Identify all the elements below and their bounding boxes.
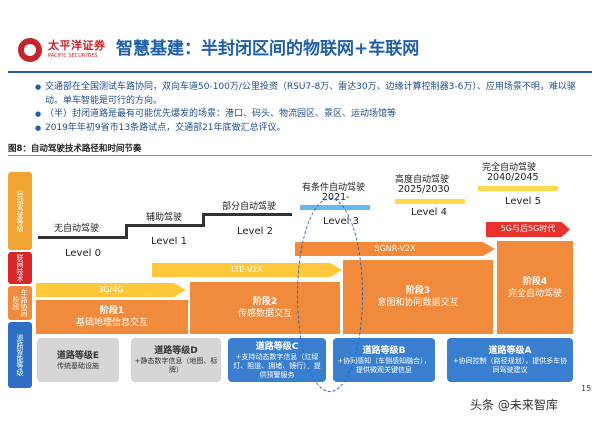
page-title: 智慧基建：半封闭区间的物联网+车联网 <box>116 39 420 59</box>
road-grade-a-desc: +协同控制（路径规划），提供多车协同驾驶建议 <box>452 357 568 374</box>
level2-name: 部分自动驾驶 <box>222 202 277 212</box>
road-grade-b-title: 道路等级B <box>362 346 406 356</box>
phase-1-title: 阶段1 <box>99 306 125 316</box>
logo-subtext: PACIFIC SECURITIES <box>48 53 98 59</box>
level5-bar <box>478 186 558 191</box>
level3-name: 有条件自动驾驶 <box>302 183 366 193</box>
title-divider <box>8 71 592 73</box>
road-grade-c-title: 道路等级C <box>255 341 299 352</box>
bullet-list: 交通部在全国测试车路协同，双向车道50-100万/公里投资（RSU7-8万、雷达… <box>35 81 590 135</box>
highlight-ellipse <box>297 198 363 392</box>
network-arrow-3g4g: 3G/4G <box>36 283 186 297</box>
level-riser <box>202 213 205 227</box>
level4-name: 高度自动驾驶 <box>395 175 450 185</box>
watermark: 头条 @未来智库 <box>470 398 558 412</box>
level1-name: 辅助驾驶 <box>146 213 183 223</box>
side-label-network: 联网技术 <box>8 252 32 284</box>
road-grade-a-title: 道路等级A <box>488 346 532 356</box>
level3-year: 2021- <box>322 192 350 203</box>
phase-4-desc: 完全自动驾驶 <box>507 288 562 299</box>
logo-text: 太平洋证券 <box>48 39 106 52</box>
side-label-road: 道路智能等级 <box>8 322 32 388</box>
phase-1: 阶段1 基础地理信息交互 <box>36 300 188 334</box>
logo-icon <box>18 38 42 62</box>
level-step <box>202 213 292 216</box>
network-arrow-5g-future: 5G与后5G时代 <box>486 222 570 237</box>
level1-label: Level 1 <box>151 236 187 247</box>
bullet-item: 交通部在全国测试车路协同，双向车道50-100万/公里投资（RSU7-8万、雷达… <box>35 81 590 108</box>
level2-label: Level 2 <box>237 226 273 237</box>
level-step <box>38 236 128 239</box>
road-grade-b-desc: +协同感知（车侧感知融合），提供微观关键信息 <box>337 357 431 374</box>
caption-divider <box>8 155 592 156</box>
network-arrow-ltev2x: LTE-V2X <box>152 263 342 277</box>
level0-label: Level 0 <box>65 248 101 259</box>
level5-year: 2040/2045 <box>487 172 539 183</box>
bullet-item: 2019年年初9省市13条路试点，交通部21年底做汇总评议。 <box>35 122 590 136</box>
phase-2-title: 阶段2 <box>252 297 278 307</box>
road-grade-d: 道路等级D +静态数字信息（地图、标牌） <box>131 338 221 382</box>
road-grade-d-title: 道路等级D <box>154 346 198 356</box>
phase-1-desc: 基础地理信息交互 <box>75 318 148 328</box>
level5-label: Level 5 <box>505 196 541 207</box>
bullet-item: （半）封闭道路是最有可能优先爆发的场景：港口、码头、物流园区、景区、运动场馆等 <box>35 108 590 122</box>
road-grade-d-desc: +静态数字信息（地图、标牌） <box>134 357 218 374</box>
figure-caption: 图8：自动驾驶技术路径和时间节奏 <box>8 144 142 154</box>
phase-4: 阶段4 完全自动驾驶 <box>497 241 573 334</box>
level5-name: 完全自动驾驶 <box>482 163 537 173</box>
road-grade-e-desc: 传统基础设施 <box>57 361 99 370</box>
level-step <box>125 224 205 227</box>
side-label-phase: 车路协同阶段 <box>8 286 32 320</box>
level4-year: 2025/2030 <box>398 184 450 195</box>
phase-3: 阶段3 意图和协同数据交互 <box>343 260 493 334</box>
level4-label: Level 4 <box>411 207 447 218</box>
phase-3-desc: 意图和协同数据交互 <box>377 298 459 308</box>
level4-bar <box>395 199 465 204</box>
phase-4-title: 阶段4 <box>522 276 548 287</box>
phase-2-desc: 传感数据交互 <box>237 309 292 319</box>
road-grade-e-title: 道路等级E <box>56 350 100 361</box>
level0-name: 无自动驾驶 <box>54 224 100 234</box>
side-label-autonomy: 自动驾驶等级 <box>8 172 32 250</box>
phase-3-title: 阶段3 <box>405 286 431 296</box>
road-grade-c-desc: +支持动态数字信息（红绿灯、阻道、拥堵、镜行），提供预警服务 <box>233 352 321 379</box>
page-number: 15 <box>581 384 592 393</box>
road-grade-a: 道路等级A +协同控制（路径规划），提供多车协同驾驶建议 <box>447 338 573 382</box>
road-grade-e: 道路等级E 传统基础设施 <box>37 338 119 382</box>
level-riser <box>125 224 128 239</box>
